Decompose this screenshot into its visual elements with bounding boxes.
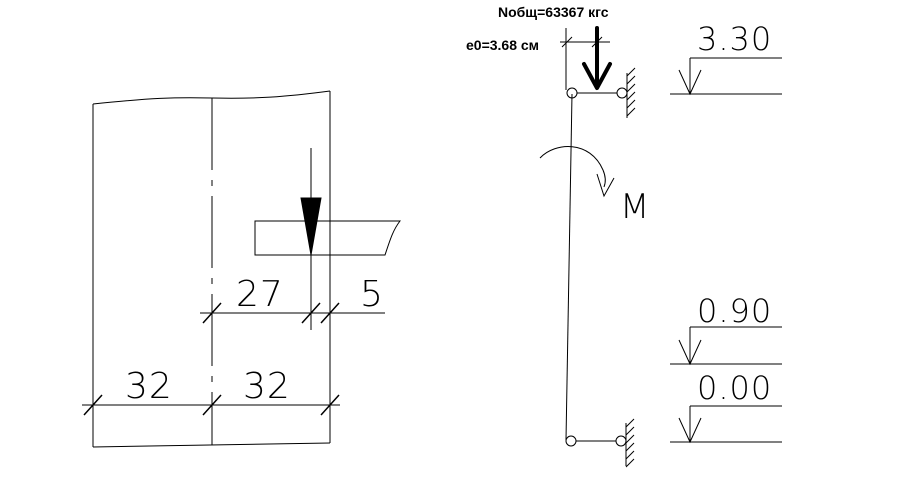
force-label: Nобщ=63367 кгс bbox=[498, 4, 609, 20]
force-arrow-head bbox=[584, 64, 610, 88]
eccentricity-label: e0=3.68 см bbox=[466, 37, 539, 53]
bottom-support-hinge bbox=[616, 436, 626, 446]
moment-label: M bbox=[620, 187, 649, 227]
load-arrow-head bbox=[301, 198, 321, 255]
dim-text-5: 5 bbox=[360, 274, 384, 315]
dim-text-27: 27 bbox=[236, 274, 284, 315]
dim-tick bbox=[84, 395, 102, 415]
moment-arc bbox=[540, 147, 605, 187]
eccentricity-tick bbox=[562, 37, 572, 47]
force-arrow bbox=[584, 28, 610, 88]
dim-tick bbox=[321, 395, 339, 415]
moment-arrowhead bbox=[597, 174, 614, 196]
top-support-hatch bbox=[627, 68, 635, 116]
dim-tick bbox=[302, 303, 320, 323]
elev-330-text: 3.30 bbox=[697, 20, 772, 58]
design-scheme bbox=[540, 28, 782, 467]
bottom-joint bbox=[566, 436, 576, 446]
column-member bbox=[566, 94, 572, 440]
elev-090-text: 0.90 bbox=[697, 292, 772, 330]
top-support-hinge bbox=[617, 88, 627, 98]
elev-000-text: 0.00 bbox=[697, 369, 772, 407]
dim-tick bbox=[203, 395, 221, 415]
dim-tick bbox=[321, 303, 339, 323]
dim-text-32-right: 32 bbox=[243, 366, 291, 407]
dim-text-32-left: 32 bbox=[125, 366, 173, 407]
beam-end bbox=[255, 221, 400, 255]
dim-tick bbox=[203, 303, 221, 323]
bottom-support-hatch bbox=[626, 419, 634, 467]
column-section bbox=[82, 91, 400, 447]
